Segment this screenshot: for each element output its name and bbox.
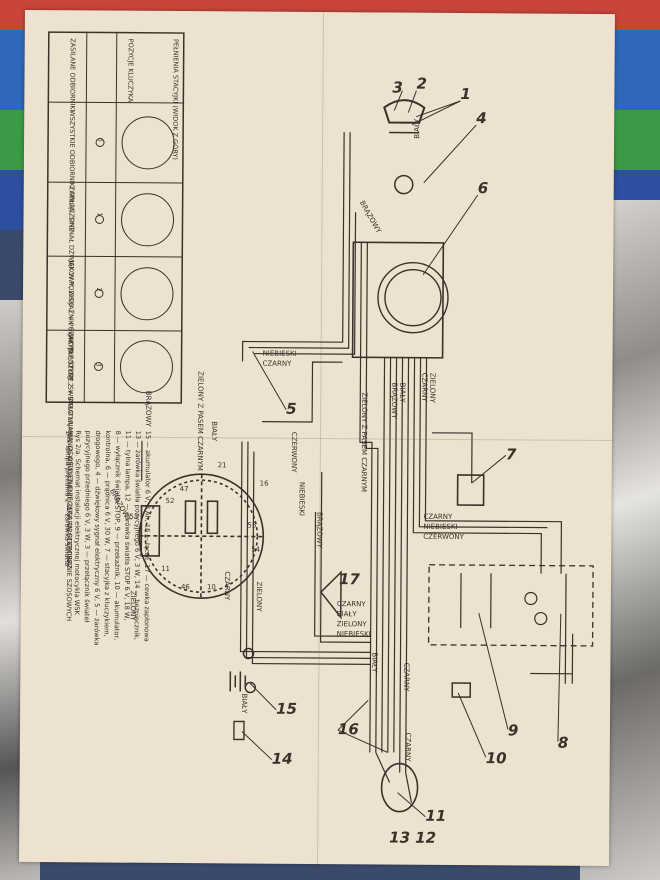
label-zielony-pas-1: ZIELONY Z PASEM CZARNYM (196, 371, 205, 471)
tail-lamp (380, 762, 419, 813)
label-brazowy-top: BRĄZOWY (358, 199, 383, 235)
terminal-54: 54 (251, 546, 261, 554)
label-3: 3 (392, 79, 403, 97)
terminal-53: 53 (129, 513, 138, 521)
table-header-key: POZYCJE KLUCZYKA (126, 39, 134, 103)
label-14: 14 (272, 750, 293, 768)
caption-line-6: 8 — wyłącznik światła STOP, 9 — przekaźn… (113, 431, 122, 641)
label-13: 13 (389, 829, 410, 847)
table-header-switch: PEŁNIENIA STACYJKI (WIDOK Z GÓRY) (171, 39, 181, 160)
table-pos-3: 3 (94, 362, 102, 366)
label-czarny-7: CZARNY (404, 733, 412, 763)
label-czerwony-1: CZERWONY (290, 432, 298, 473)
label-bialy-top: BIAŁY (413, 118, 421, 139)
label-czarny-6: CZARNY (402, 663, 410, 693)
table-col-3: JAK W POZYCJI 2 + ŚWIATŁA MIJANIA, OŚWIE… (65, 333, 76, 621)
table-col-0: WSZYSTKIE ODBIORNIKI OBŁĄCZONE (67, 110, 76, 231)
label-1: 1 (460, 85, 471, 103)
wire-harness (141, 132, 563, 803)
caption-line-7: 11 — tylna lampa, 12 — żarówka światła S… (123, 431, 132, 621)
label-zielony-2: ZIELONY (255, 582, 263, 613)
label-4: 4 (475, 109, 487, 127)
ignition-table: PEŁNIENIA STACYJKI (WIDOK Z GÓRY) POZYCJ… (45, 31, 185, 621)
caption-line-2: Rys 2/a. Schemat instalacji elektrycznej… (73, 430, 82, 615)
caption-line-1: 1 — lampa przednia 2 — żarówka światła (63, 430, 72, 566)
headlamp (383, 99, 426, 195)
battery (229, 647, 257, 694)
label-5: 5 (286, 400, 297, 418)
label-brazowy-3: BRĄZOWY (144, 391, 152, 428)
label-zielony-3: ZIELONY (337, 620, 368, 628)
stop-switch (451, 682, 472, 698)
label-czarny-2: CZARNY (223, 571, 231, 601)
table-col-1: ZAPŁON, SYGNAŁ DŹWIĘKOWY, WSKAŹNIK ŚWIAT… (66, 186, 76, 381)
label-bialy-3: BIAŁY (337, 610, 358, 618)
generator (351, 241, 449, 359)
terminal-46: 46 (181, 583, 191, 591)
label-15: 15 (276, 700, 297, 718)
table-pos-0: 0 (96, 137, 104, 141)
label-8: 8 (558, 734, 569, 752)
caption-line-5: kontrolna, 6 — prądnica 6 V, 30 W, 7 — s… (103, 431, 112, 637)
wiring-diagram: PEŁNIENIA STACYJKI (WIDOK Z GÓRY) POZYCJ… (45, 31, 594, 847)
caption-line-3: pozycyjnego przedniego 6 V, 3 W, 3 — prz… (83, 430, 92, 622)
ignition-switch (138, 473, 265, 599)
relay-box (427, 564, 594, 647)
terminal-10: 10 (207, 583, 216, 591)
caption-line-4: drogowego, 4 — dźwiękowy sygnał elektryc… (93, 430, 103, 645)
label-niebieski-4: NIEBIESKI (423, 523, 457, 531)
terminal-11: 11 (161, 565, 170, 573)
terminal-52: 52 (166, 497, 175, 505)
label-czarny-1: CZARNY (262, 360, 292, 368)
label-6: 6 (478, 179, 489, 197)
terminal-16: 16 (260, 480, 270, 488)
caption-line-8: 13 — żarówka światła pozycyjnego 6 V, 3 … (133, 431, 142, 640)
terminal-47: 47 (180, 485, 189, 493)
label-bialy-2: BIAŁY (210, 421, 218, 442)
label-17: 17 (339, 570, 361, 588)
table-header-consumers: ZASILANE ODBIORNIKI (68, 38, 77, 111)
wiring-diagram-sheet: PEŁNIENIA STACYJKI (WIDOK Z GÓRY) POZYCJ… (19, 9, 615, 867)
fuse-holder (456, 474, 485, 506)
label-bialy-6: BIAŁY (240, 693, 248, 714)
label-10: 10 (486, 749, 507, 767)
label-bialy-5: BIAŁY (370, 652, 378, 673)
fuse (233, 720, 245, 741)
ignition-coil (319, 570, 342, 620)
label-2: 2 (416, 75, 427, 93)
label-niebieski-3: NIEBIESKI (337, 630, 371, 638)
label-7: 7 (506, 445, 517, 463)
terminal-21: 21 (218, 461, 227, 469)
terminal-55: 55 (247, 522, 256, 530)
label-czarny-5: CZARNY (420, 373, 428, 403)
label-zielony-pas-2: ZIELONY Z PASEM CZARNYM (360, 392, 369, 492)
label-brazowy-5: BRĄZOWY (390, 383, 398, 420)
label-zielony-4: ZIELONY (428, 373, 436, 404)
label-bialy-4: BIAŁY (398, 383, 406, 404)
label-12: 12 (415, 829, 436, 847)
label-czerwony-2: CZERWONY (423, 533, 464, 541)
label-brazowy-2: BRĄZOWY (315, 512, 323, 549)
table-col-2: JAK W POZYCJI 1 + POZYCYJNE TYLNE, ŚWIAT… (65, 259, 76, 569)
label-16: 16 (338, 720, 359, 738)
table-pos-1: 1 (96, 212, 104, 216)
label-11: 11 (425, 807, 446, 825)
label-zielony-1: ZIELONY (129, 591, 137, 622)
label-niebieski-2: NIEBIESKI (297, 482, 305, 516)
label-9: 9 (508, 721, 519, 739)
label-czarny-3: CZARNY (337, 600, 367, 608)
label-czarny-4: CZARNY (423, 513, 453, 521)
caption-line-9: 15 — akumulator 6 V, 8 Ah, 16 — łącze, 1… (143, 431, 152, 642)
label-niebieski-1: NIEBIESKI (263, 350, 297, 358)
